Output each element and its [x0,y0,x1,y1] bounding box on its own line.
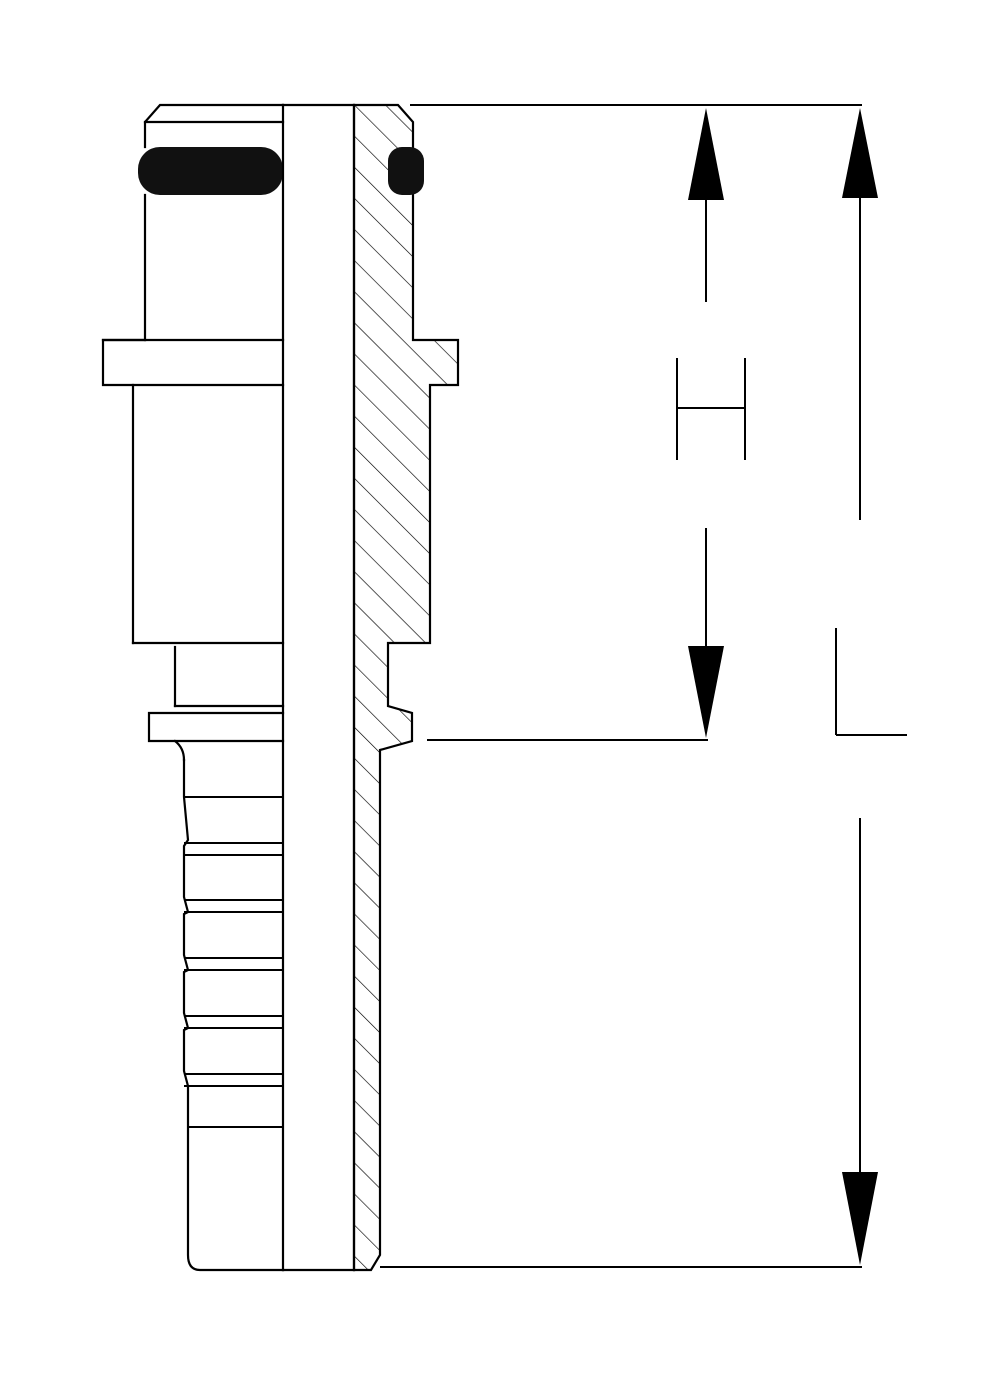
dimension-h-glyph [676,358,746,460]
extension-lines [380,104,862,1268]
arrow-up-icon [688,108,724,200]
arrow-down-icon [842,1172,878,1265]
outer-elevation [101,103,285,1272]
dimension-l: L [835,108,907,1265]
o-ring-icon [138,147,424,195]
dimension-l-glyph [835,628,907,736]
section-wall-hatched [352,103,460,1272]
arrow-down-icon [688,646,724,738]
arrow-up-icon [842,108,878,198]
bore-channel [281,103,356,1272]
dimension-h: H [676,108,746,738]
